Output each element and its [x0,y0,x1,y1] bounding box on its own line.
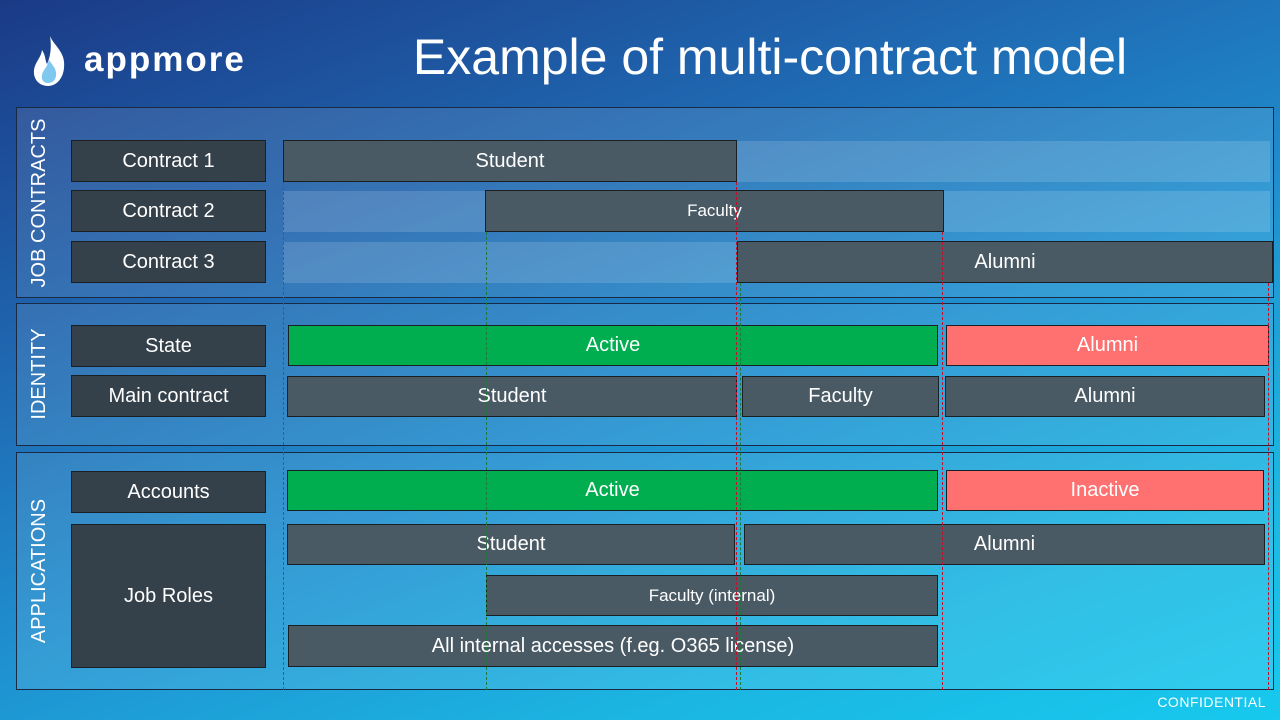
marker-line-faculty-start [486,232,487,690]
marker-line-faculty-end [942,232,943,690]
section-label-identity: IDENTITY [28,328,50,420]
bar-contract-1-student: Student [283,140,737,182]
page-title: Example of multi-contract model [412,29,1128,85]
bar-job-roles-alumni: Alumni [744,524,1265,565]
bar-main-contract-alumni: Alumni [945,376,1265,417]
section-label-applications: APPLICATIONS [28,498,50,644]
bar-main-contract-student: Student [287,376,737,417]
bar-state-active: Active [288,325,938,366]
flame-icon [33,36,65,86]
bar-state-alumni: Alumni [946,325,1269,366]
bar-accounts-inactive: Inactive [946,470,1264,511]
bar-job-roles-faculty-internal: Faculty (internal) [486,575,938,616]
bar-contract-2-faculty: Faculty [485,190,944,232]
brand-name: appmore [84,40,246,79]
bar-accounts-active: Active [287,470,938,511]
row-label-accounts: Accounts [71,471,266,513]
row-label-contract-2: Contract 2 [71,190,266,232]
bar-main-contract-faculty: Faculty [742,376,939,417]
section-label-job-contracts: JOB CONTRACTS [28,118,50,288]
row-label-contract-1: Contract 1 [71,140,266,182]
bar-job-roles-student: Student [287,524,735,565]
marker-line-alumni-start [740,283,741,690]
bar-job-roles-internal-accesses: All internal accesses (f.eg. O365 licens… [288,625,938,667]
brand-logo: appmore [30,34,270,88]
bar-contract-3-alumni: Alumni [737,241,1273,283]
row-label-main-contract: Main contract [71,375,266,417]
row-label-state: State [71,325,266,367]
marker-line-alumni-end [1268,283,1269,690]
row-label-contract-3: Contract 3 [71,241,266,283]
confidential-label: CONFIDENTIAL [1157,694,1266,710]
marker-line-student-end [736,182,737,690]
row-label-job-roles: Job Roles [71,524,266,668]
marker-line-student-start [283,182,284,690]
